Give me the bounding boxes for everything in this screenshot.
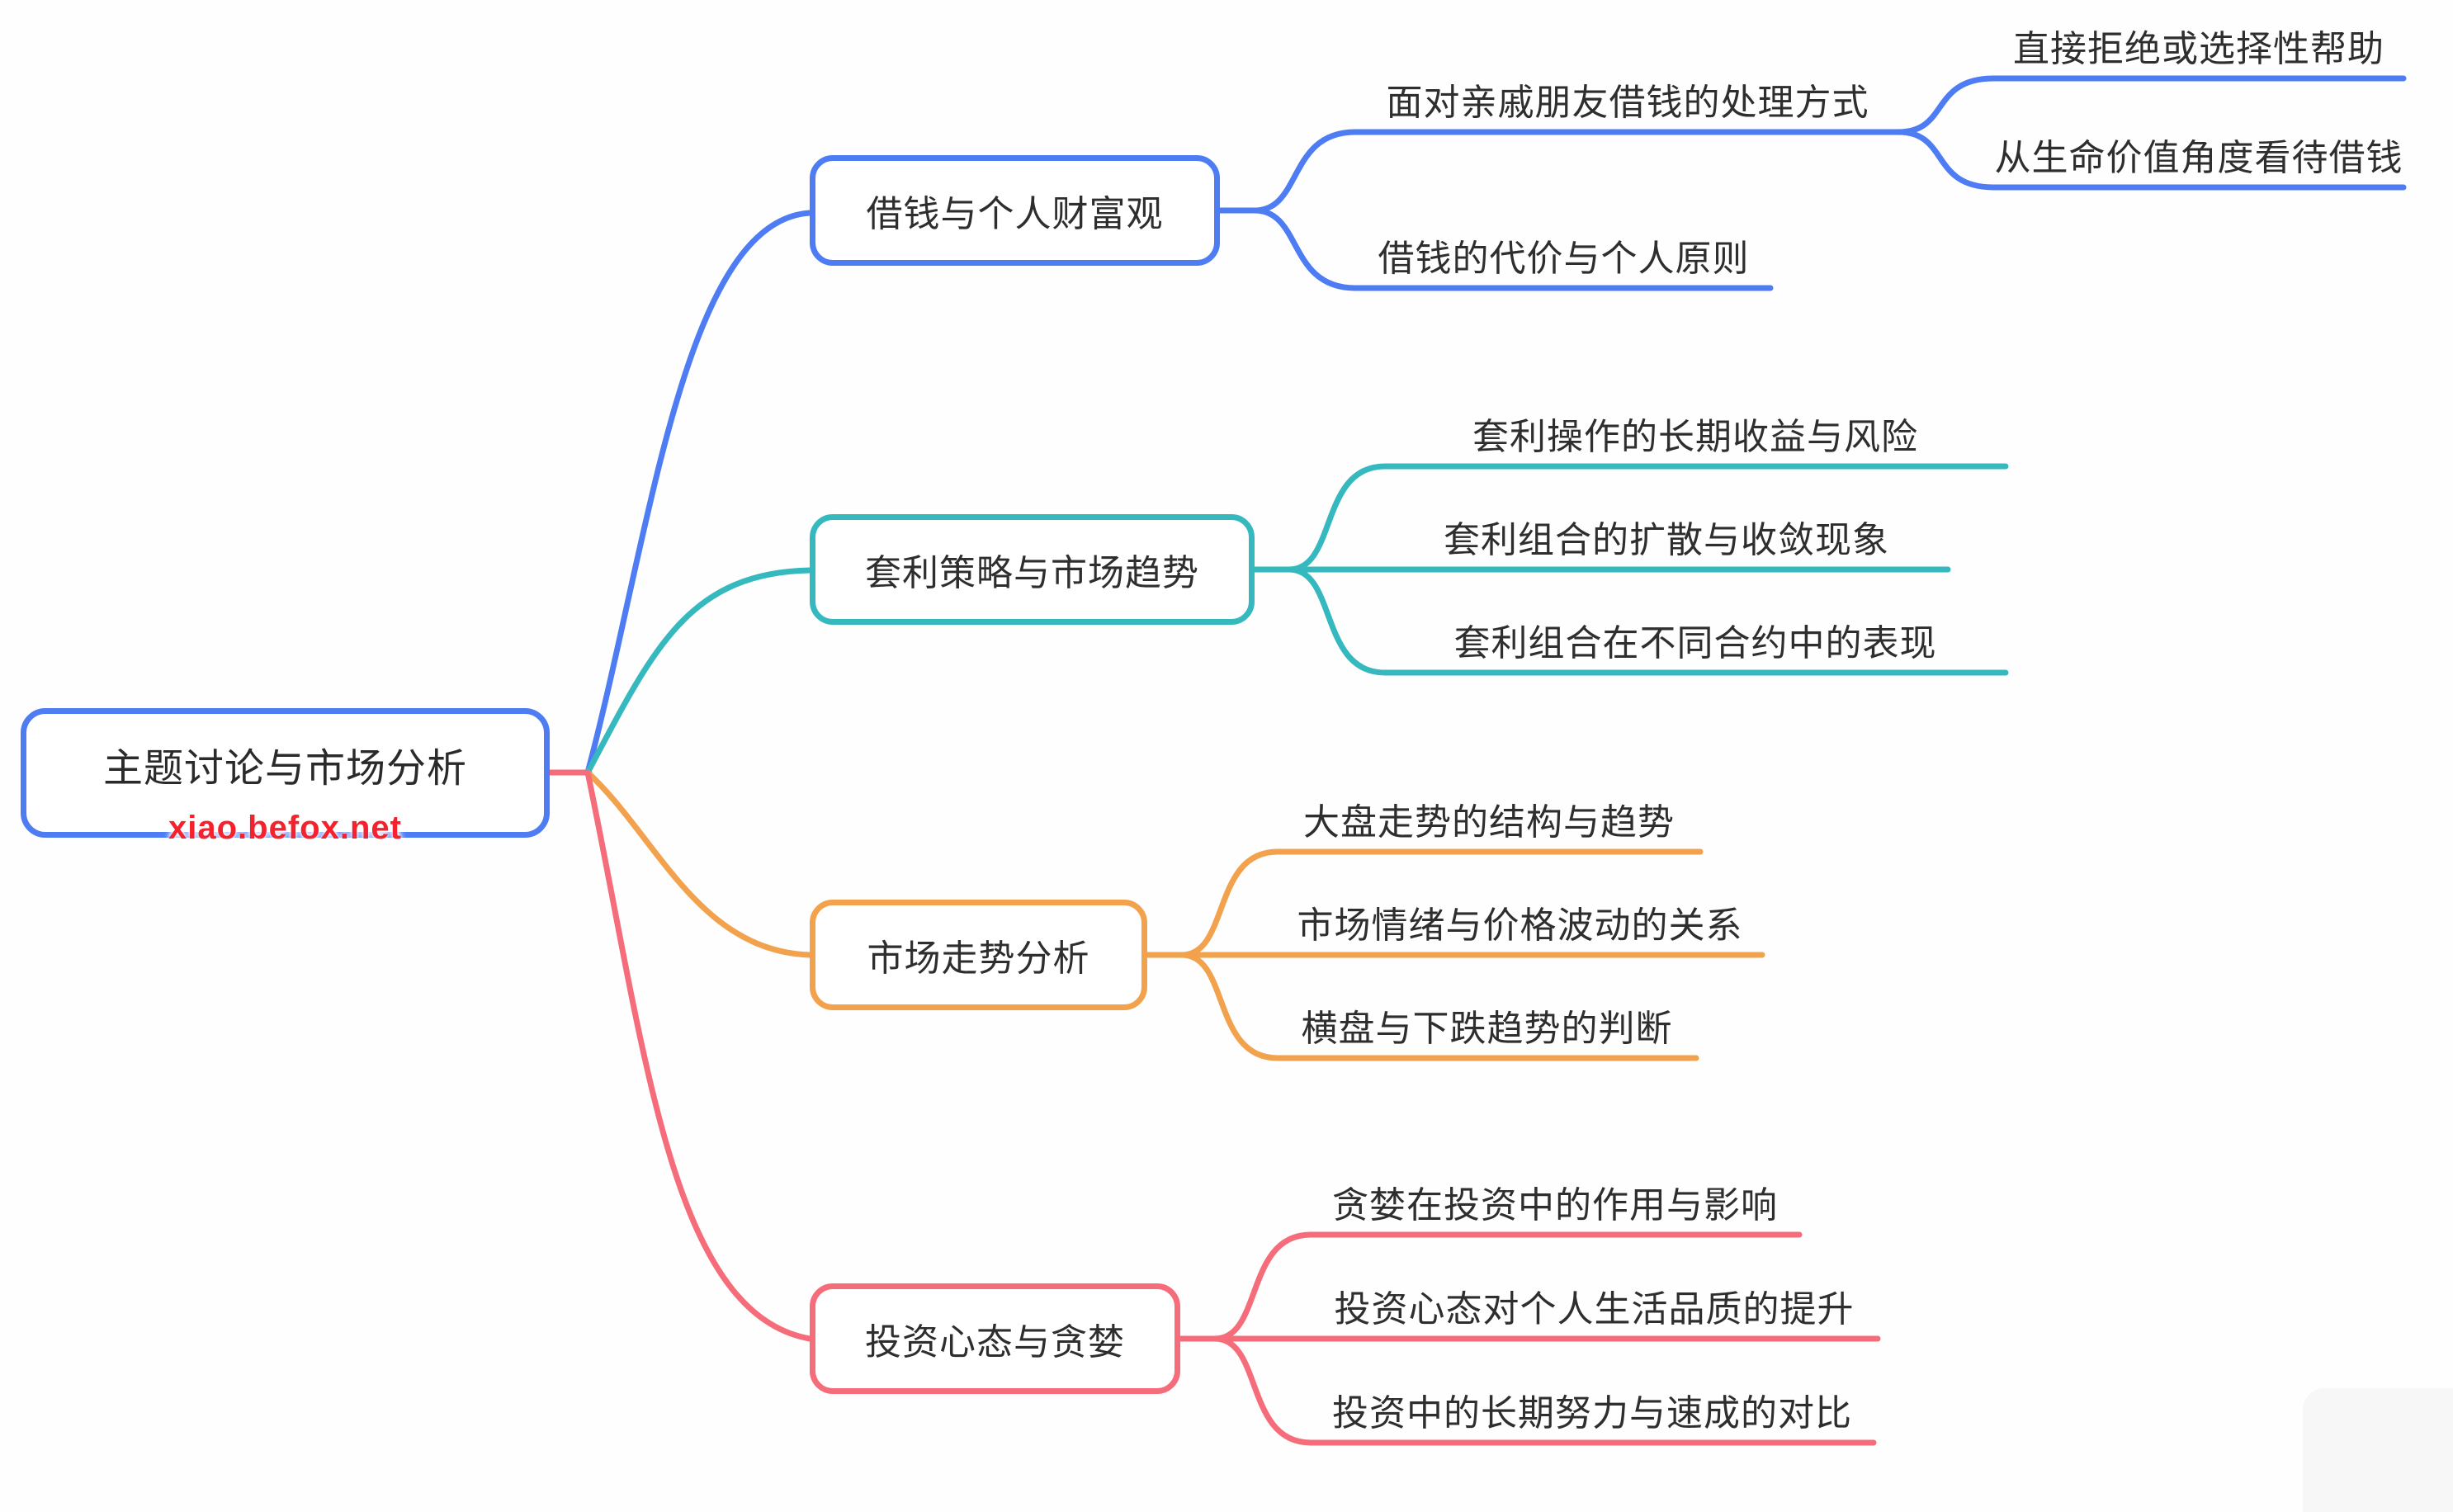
edge-borrow-leafB-underline [1895,129,2407,191]
node-market-label: 市场走势分析 [867,938,1090,979]
edge-borrow-child2-underline [1251,207,1774,291]
corner-watermark [2303,1388,2453,1512]
edge-mindset-leaf1-underline [1212,1231,1803,1342]
leaf-mindset-2[interactable]: 投资心态对个人生活品质的提升 [1334,1289,1855,1330]
leaf-borrow-grandchild1[interactable]: 直接拒绝或选择性帮助 [2013,29,2384,69]
leaf-arbitrage-3[interactable]: 套利组合在不同合约中的表现 [1453,623,1937,664]
node-mindset-label: 投资心态与贪婪 [865,1322,1125,1363]
edge-borrow-child1-underline [1251,129,1902,214]
leaf-borrow-grandchild2[interactable]: 从生命价值角度看待借钱 [1994,138,2403,178]
leaf-borrow-child1[interactable]: 面对亲戚朋友借钱的处理方式 [1386,83,1869,123]
leaf-market-2[interactable]: 市场情绪与价格波动的关系 [1297,905,1743,946]
root-title: 主题讨论与市场分析 [102,747,467,791]
edge-arbitrage-leaf3-underline [1286,566,2009,676]
leaf-market-3[interactable]: 横盘与下跌趋势的判断 [1301,1009,1673,1049]
root-node[interactable]: 主题讨论与市场分析 xiao.befox.net [21,708,550,846]
leaf-mindset-3[interactable]: 投资中的长期努力与速成的对比 [1332,1393,1852,1434]
node-arbitrage[interactable]: 套利策略与市场趋势 [810,514,1255,625]
node-mindset[interactable]: 投资心态与贪婪 [810,1283,1180,1394]
node-borrow[interactable]: 借钱与个人财富观 [810,155,1220,266]
edge-market-leaf3-underline [1179,952,1699,1061]
node-borrow-label: 借钱与个人财富观 [866,194,1164,234]
leaf-mindset-1[interactable]: 贪婪在投资中的作用与影响 [1332,1185,1778,1226]
edge-market-leaf1-underline [1179,848,1704,958]
edge-main-mindset [584,769,813,1342]
edge-mindset-leaf3-underline [1212,1335,1877,1446]
edge-main-arbitrage [584,567,813,776]
edge-main-borrow [584,210,813,776]
leaf-market-1[interactable]: 大盘走势的结构与趋势 [1303,802,1675,843]
edge-arbitrage-leaf1-underline [1286,463,2009,573]
watermark-link[interactable]: xiao.befox.net [168,810,402,846]
edge-borrow-leafA-underline [1895,75,2407,135]
leaf-borrow-child2[interactable]: 借钱的代价与个人原则 [1378,239,1750,279]
node-market[interactable]: 市场走势分析 [810,900,1147,1010]
node-arbitrage-label: 套利策略与市场趋势 [865,553,1199,593]
edge-main-market [584,769,813,958]
leaf-arbitrage-2[interactable]: 套利组合的扩散与收敛现象 [1444,520,1889,560]
leaf-arbitrage-1[interactable]: 套利操作的长期收益与风险 [1472,417,1918,457]
